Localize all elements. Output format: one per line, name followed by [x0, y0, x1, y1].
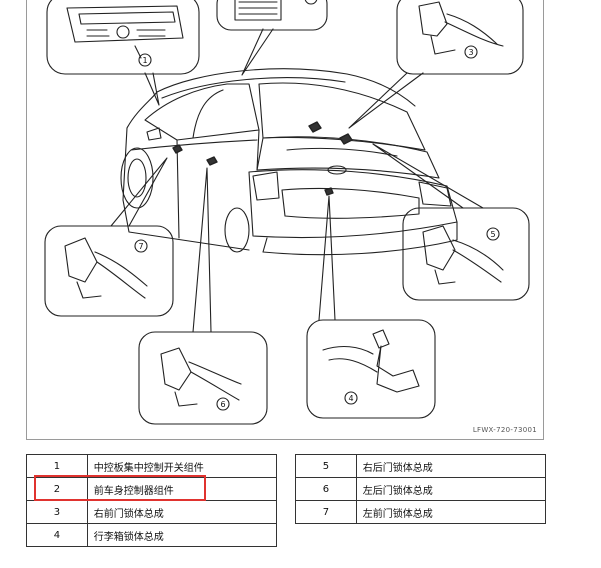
- legend-part-name: 右后门锁体总成: [355, 454, 547, 478]
- callout-5-right-rear-lock: [372, 143, 530, 301]
- car-body: [120, 68, 458, 256]
- callout-2-body-controller: [216, 0, 328, 76]
- legend-number: 4: [26, 523, 88, 547]
- callout-number: 4: [348, 394, 353, 403]
- legend-number: 6: [295, 477, 357, 501]
- legend-number: 5: [295, 454, 357, 478]
- legend-part-name: 左前门锁体总成: [355, 500, 547, 524]
- callout-number: 1: [142, 56, 147, 65]
- legend-number: 1: [26, 454, 88, 478]
- callout-number: 7: [138, 242, 143, 251]
- callout-number: 3: [468, 48, 473, 57]
- callout-3-right-front-lock: [348, 0, 524, 129]
- callout-1-console-switch: [46, 0, 200, 106]
- vehicle-door-lock-diagram: 1 3 5 7 6 4 LFWX-720-73001: [26, 0, 544, 440]
- highlight-box: [34, 475, 206, 501]
- legend-part-name: 右前门锁体总成: [86, 500, 278, 524]
- callout-number: 5: [490, 230, 495, 239]
- figure-id-label: LFWX-720-73001: [472, 426, 537, 434]
- callout-6-left-rear-lock: [138, 167, 268, 425]
- diagram-drawing: 1 3 5 7 6 4: [44, 0, 530, 425]
- legend-part-name: 前车身控制器组件: [86, 477, 278, 501]
- callout-7-left-front-lock: [44, 157, 174, 317]
- legend-number: 7: [295, 500, 357, 524]
- legend-part-name: 行李箱锁体总成: [86, 523, 278, 547]
- legend-part-name: 左后门锁体总成: [355, 477, 547, 501]
- callout-number: 6: [220, 400, 225, 409]
- callout-4-trunk-lock: [306, 195, 436, 419]
- legend-number: 3: [26, 500, 88, 524]
